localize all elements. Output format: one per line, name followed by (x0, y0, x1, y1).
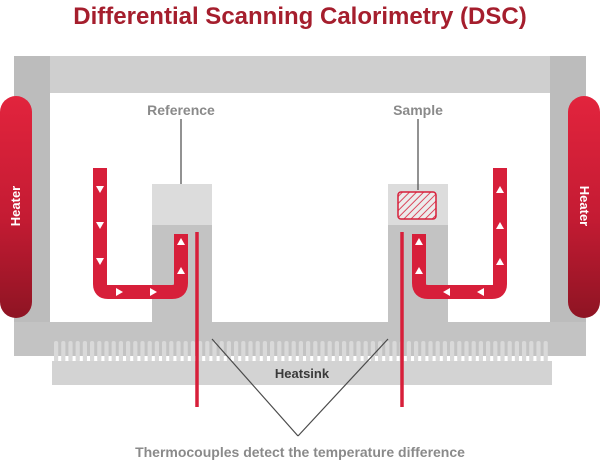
heatsink-fin (471, 341, 476, 362)
heatsink-fin (349, 341, 354, 362)
heatsink-fin (183, 341, 188, 362)
heatsink-fin (342, 341, 347, 362)
heatsink-fin (457, 341, 462, 362)
heatsink-fin (118, 341, 123, 362)
heatsink-fin (428, 341, 433, 362)
heatsink-fin (219, 341, 224, 362)
heatsink-fin (356, 341, 361, 362)
heatsink-fin (450, 341, 455, 362)
heatsink-fin (378, 341, 383, 362)
heatsink-fin (140, 341, 145, 362)
heatsink-fin (111, 341, 116, 362)
heatsink-fin (68, 341, 73, 362)
heatsink-fin (97, 341, 102, 362)
reference-holder (152, 184, 212, 225)
heatsink-fin (536, 341, 541, 362)
heatsink-fin (334, 341, 339, 362)
heatsink-fin (248, 341, 253, 362)
heatsink-fin (147, 341, 152, 362)
heatsink-fin (486, 341, 491, 362)
heatsink-fin (435, 341, 440, 362)
heatsink-fin (190, 341, 195, 362)
heatsink-fin (61, 341, 66, 362)
heatsink-fin (169, 341, 174, 362)
heatsink-fin (162, 341, 167, 362)
heatsink-fin (507, 341, 512, 362)
heatsink-fin (493, 341, 498, 362)
thermocouple-caption: Thermocouples detect the temperature dif… (135, 444, 465, 460)
heatsink-fin (442, 341, 447, 362)
heatsink-fin (320, 341, 325, 362)
heatsink-fin (363, 341, 368, 362)
heatsink-fin (133, 341, 138, 362)
heatsink-fin (500, 341, 505, 362)
heatsink-fin (291, 341, 296, 362)
heatsink-fin (529, 341, 534, 362)
heatsink-bar (52, 361, 552, 385)
heatsink-fin (198, 341, 203, 362)
heatsink-fin (154, 341, 159, 362)
heatsink-fin (327, 341, 332, 362)
heatsink-fin (82, 341, 87, 362)
right-heater (568, 96, 600, 318)
heatsink-fin (298, 341, 303, 362)
heatsink-fin (104, 341, 109, 362)
heatsink-fin (464, 341, 469, 362)
heatsink-fin (234, 341, 239, 362)
sample-heat-path (412, 168, 507, 299)
heatsink-fin (522, 341, 527, 362)
heatsink-fin (543, 341, 548, 362)
heatsink-fin (90, 341, 95, 362)
reference-heat-path (93, 168, 188, 299)
heatsink-fin (406, 341, 411, 362)
heatsink-fin (514, 341, 519, 362)
heatsink-fin (370, 341, 375, 362)
heatsink-fin (392, 341, 397, 362)
heatsink-fin (421, 341, 426, 362)
heatsink-fin (75, 341, 80, 362)
reference-label: Reference (147, 102, 215, 118)
heatsink-fin (205, 341, 210, 362)
heatsink-fin (176, 341, 181, 362)
left-heater-label: Heater (8, 186, 23, 226)
sample-pan (397, 191, 437, 220)
heatsink-fin (313, 341, 318, 362)
heatsink-label: Heatsink (275, 366, 330, 381)
sample-label: Sample (393, 102, 443, 118)
heatsink-fin (414, 341, 419, 362)
heatsink-fin (212, 341, 217, 362)
heatsink-fin (255, 341, 260, 362)
heatsink-fin (277, 341, 282, 362)
heatsink-fin (478, 341, 483, 362)
heatsink-fin (306, 341, 311, 362)
heatsink-fin (262, 341, 267, 362)
heatsink-fin (270, 341, 275, 362)
right-heater-label: Heater (577, 186, 592, 226)
heatsink-fin (241, 341, 246, 362)
diagram-title: Differential Scanning Calorimetry (DSC) (73, 3, 527, 30)
heatsink-fin (385, 341, 390, 362)
left-heater (0, 96, 32, 318)
heatsink-fin (54, 341, 59, 362)
thermocouple-callout (211, 338, 389, 437)
heatsink-fin (126, 341, 131, 362)
heatsink-fin (284, 341, 289, 362)
heatsink-fins (54, 341, 548, 362)
